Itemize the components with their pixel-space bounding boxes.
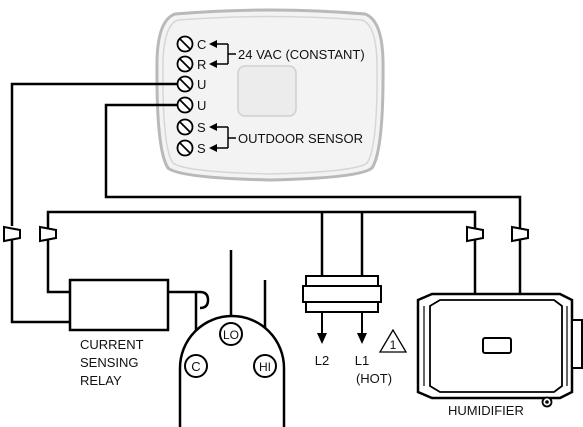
outdoor-bracket <box>216 126 236 149</box>
relay-label-line2: SENSING <box>80 355 139 370</box>
line-terminal-top <box>305 275 379 287</box>
wire-u1-lower <box>10 240 70 324</box>
outdoor-arrow-s1 <box>209 123 217 131</box>
terminal-label-u1: U <box>197 77 206 92</box>
wire-connectors <box>3 225 529 243</box>
connector-left-1 <box>3 225 21 243</box>
terminal-screw-u2 <box>176 96 194 114</box>
terminal-screw-u1 <box>176 75 194 93</box>
control-module-window <box>237 65 297 117</box>
relay-label-line3: RELAY <box>80 373 122 388</box>
line-terminal-block <box>302 275 382 344</box>
motor-terminal-lo <box>219 322 243 346</box>
note-triangle: 1 <box>378 328 408 353</box>
outdoor-label: OUTDOOR SENSOR <box>238 131 363 146</box>
line-l1-arrow <box>357 333 367 344</box>
motor-label-hi: HI <box>259 360 271 374</box>
terminal-label-s1: S <box>197 120 206 135</box>
humidifier-indicator <box>482 337 512 354</box>
motor-label-lo: LO <box>223 328 239 342</box>
humidifier-side-tab <box>571 319 583 369</box>
terminal-label-s2: S <box>197 141 206 156</box>
control-module-inner-edge <box>162 15 378 175</box>
control-module <box>155 8 385 182</box>
connector-right-2 <box>511 225 529 243</box>
l2-label: L2 <box>315 353 329 368</box>
terminal-label-c: C <box>197 37 206 52</box>
hot-label: (HOT) <box>356 371 392 386</box>
note-number: 1 <box>390 338 397 352</box>
humidifier <box>416 292 583 408</box>
terminal-screw-s1 <box>176 118 194 136</box>
humidifier-drain-center <box>545 400 549 404</box>
wires <box>10 82 522 356</box>
l1-label: L1 <box>355 353 369 368</box>
vac-arrow-r <box>209 60 217 68</box>
wire-relay-loop <box>168 290 210 310</box>
terminal-screw-s2 <box>176 139 194 157</box>
line-l2-arrow <box>317 333 327 344</box>
vac-label: 24 VAC (CONSTANT) <box>238 47 365 62</box>
vac-bracket <box>216 43 236 65</box>
wire-u2 <box>104 103 522 228</box>
line-terminal-body <box>302 285 382 303</box>
connector-left-2 <box>39 225 57 243</box>
humidifier-label: HUMIDIFIER <box>448 403 524 418</box>
wire-relay-feed <box>46 240 70 294</box>
line-terminal-bottom <box>305 301 379 313</box>
vac-arrow-c <box>209 40 217 48</box>
motor: C LO HI <box>178 314 286 427</box>
motor-terminal-c <box>184 354 208 378</box>
terminal-screw-r <box>176 55 194 73</box>
outdoor-arrow-s2 <box>209 144 217 152</box>
motor-body <box>178 314 286 427</box>
wire-u1 <box>10 82 178 226</box>
connector-right-1 <box>466 225 484 243</box>
relay-label-line1: CURRENT <box>80 337 144 352</box>
current-sensing-relay <box>68 278 170 332</box>
terminal-label-r: R <box>197 57 206 72</box>
motor-label-c: C <box>191 359 200 374</box>
terminal-label-u2: U <box>197 98 206 113</box>
motor-terminal-hi <box>253 354 277 378</box>
wire-bridge-upper <box>46 210 477 228</box>
terminal-screw-c <box>176 35 194 53</box>
